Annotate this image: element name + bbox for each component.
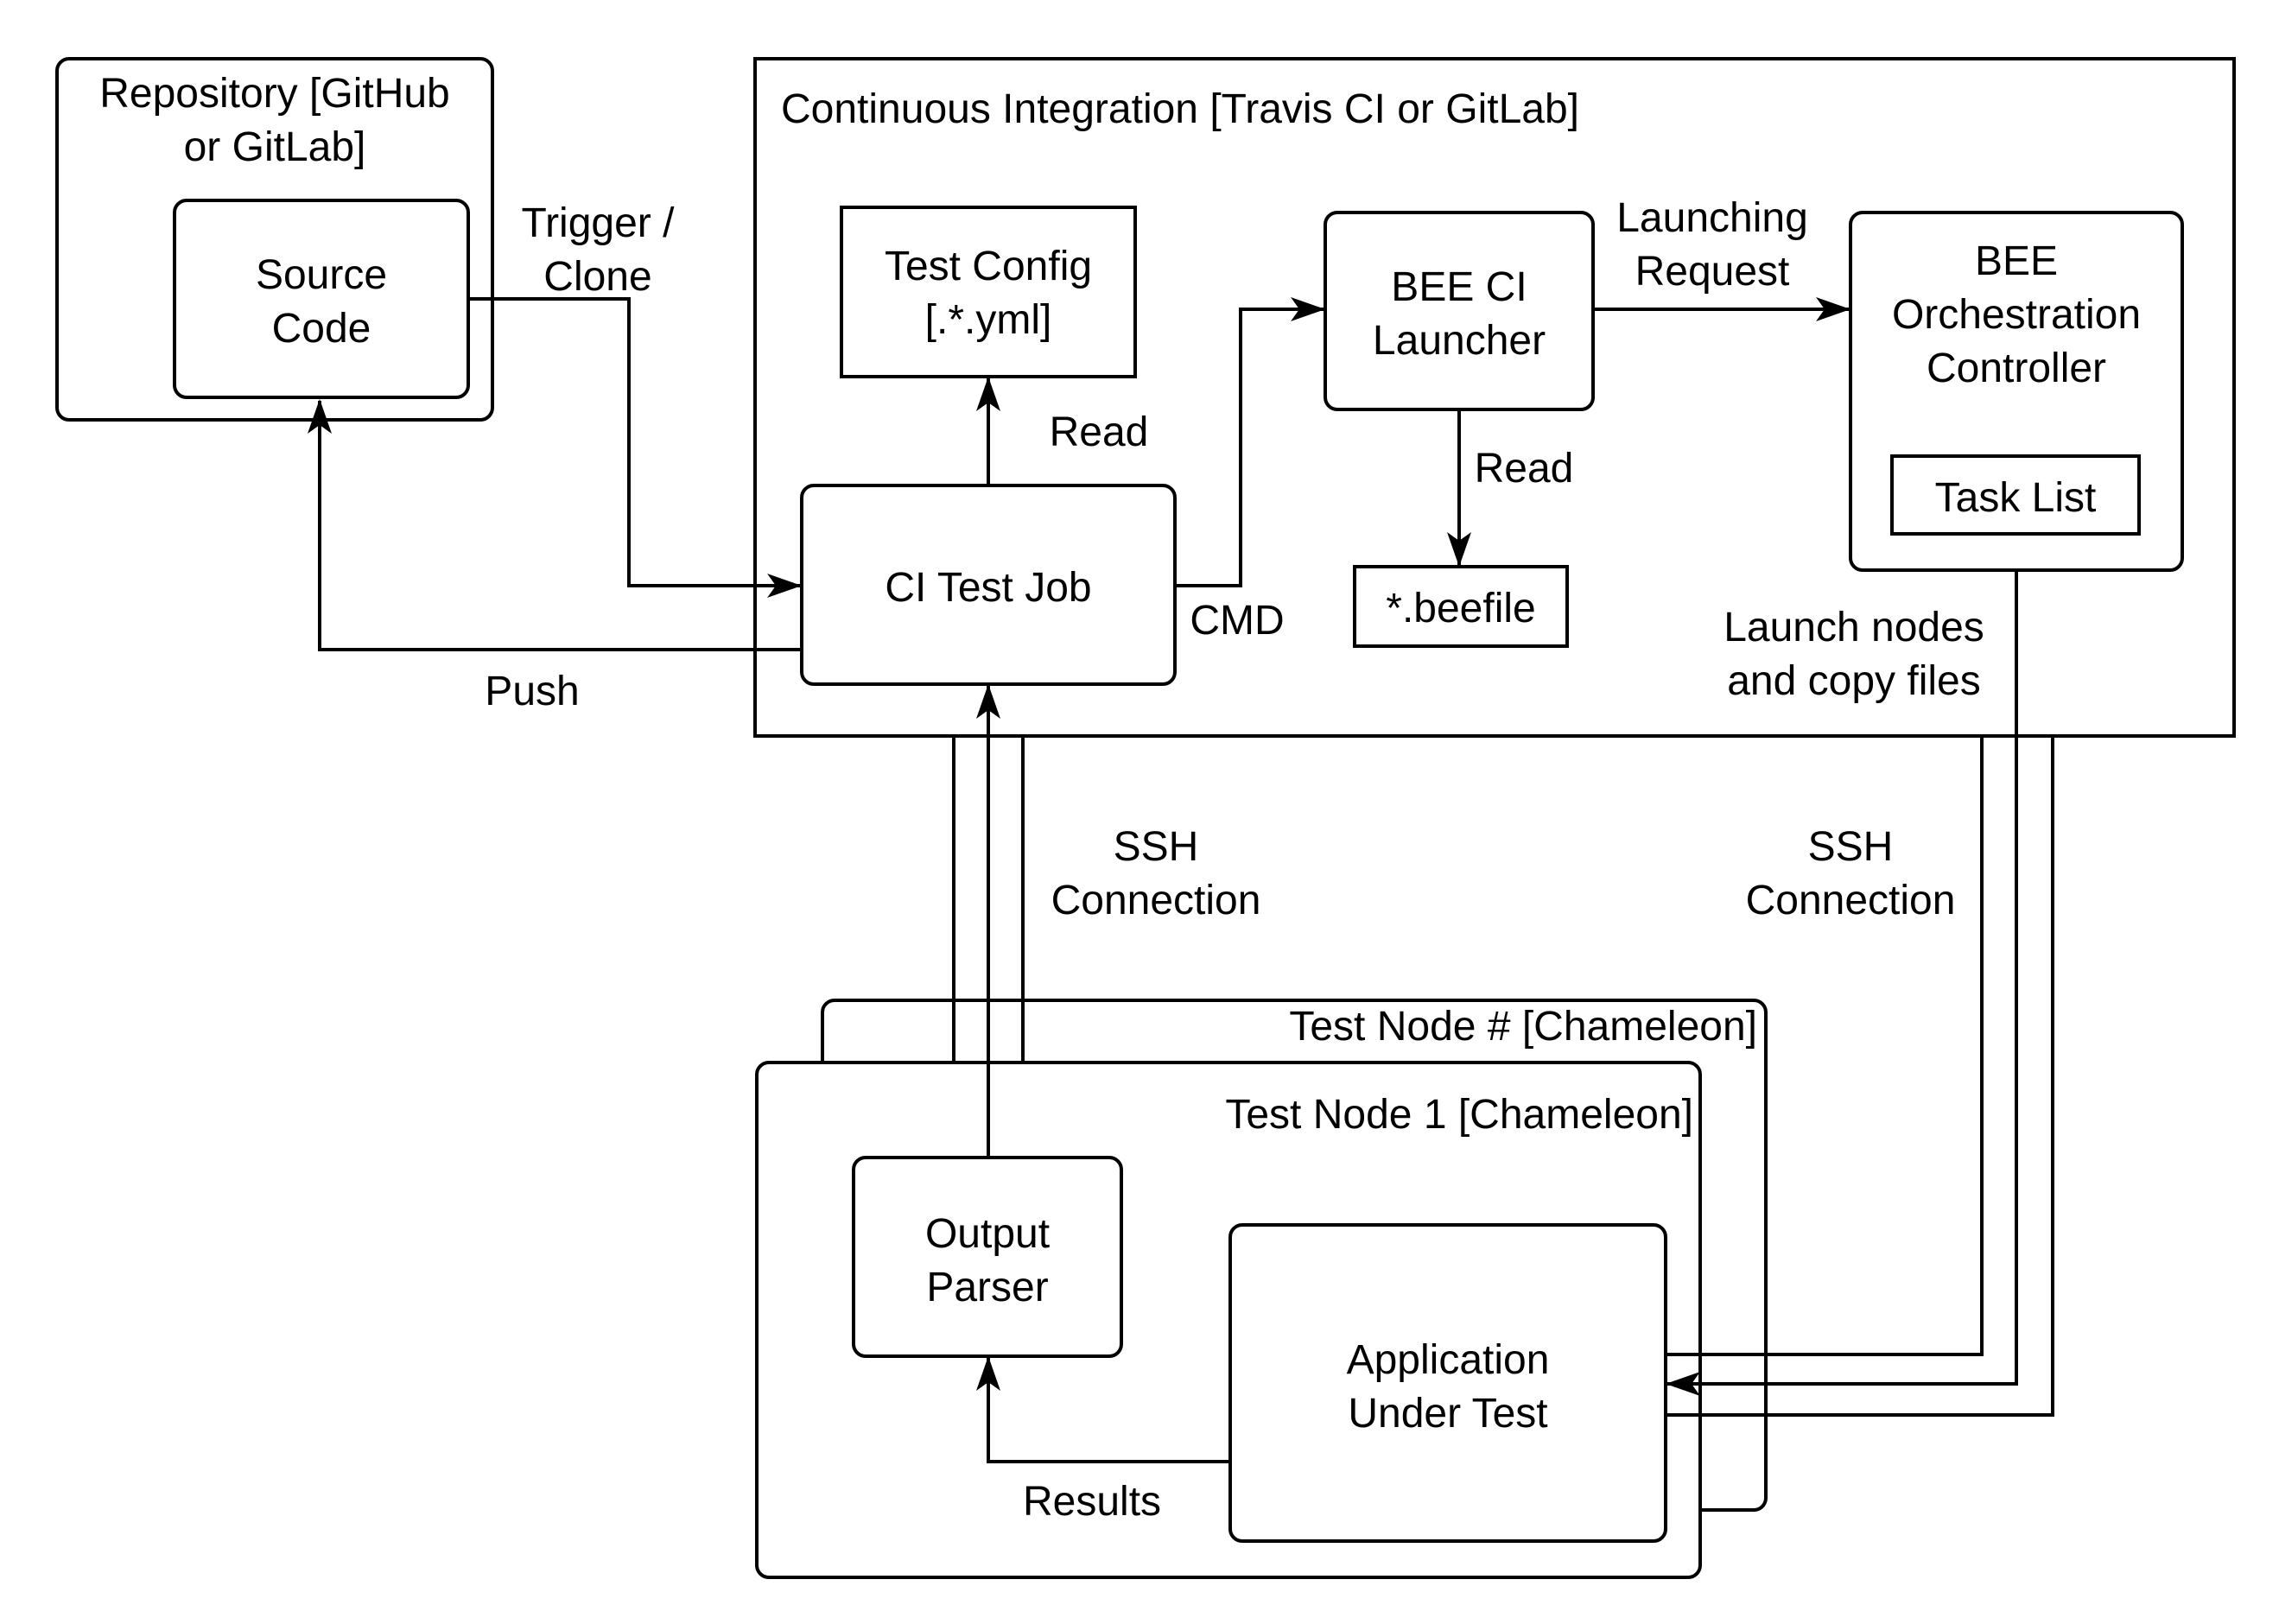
cmd-edge <box>1175 297 1325 587</box>
ssh-right-line-a <box>1666 736 1984 1356</box>
launch-nodes-line2: and copy files <box>1727 658 1981 704</box>
bee-ci-launcher-line2: Launcher <box>1373 318 1546 364</box>
ssh-left-label: SSH Connection <box>1051 824 1261 923</box>
test-config-line2: [.*.yml] <box>925 297 1052 343</box>
trigger-clone-edge <box>468 297 802 598</box>
task-list-label: Task List <box>1935 475 2097 521</box>
trigger-label-line2: Clone <box>543 254 651 300</box>
output-parser-line2: Parser <box>926 1265 1048 1310</box>
ci-test-job-label: CI Test Job <box>885 565 1091 611</box>
ssh-right-line-b <box>1666 570 2018 1396</box>
application-line2: Under Test <box>1348 1391 1547 1437</box>
launching-request-label: Launching Request <box>1616 195 1808 295</box>
read-config-label: Read <box>1050 409 1149 455</box>
test-config-box: Test Config [.*.yml] <box>840 206 1137 378</box>
ssh-right-label: SSH Connection <box>1746 824 1956 923</box>
test-config-line1: Test Config <box>885 244 1092 289</box>
trigger-clone-label: Trigger / Clone <box>522 200 676 300</box>
launch-nodes-label: Launch nodes and copy files <box>1724 605 1984 704</box>
output-parser-box: Output Parser <box>852 1156 1123 1358</box>
source-code-line1: Source <box>256 252 387 298</box>
test-node-1-title: Test Node 1 [Chameleon] <box>1225 1092 1693 1138</box>
orchestration-line3: Controller <box>1927 346 2106 391</box>
ssh-right-line1: SSH <box>1808 824 1894 870</box>
orchestration-line1: BEE <box>1975 238 2058 284</box>
ssh-left-line2: Connection <box>1051 878 1261 923</box>
beefile-label: *.beefile <box>1386 586 1535 631</box>
ci-title: Continuous Integration [Travis CI or Git… <box>781 86 1579 132</box>
task-list-box: Task List <box>1890 454 2141 536</box>
launching-label-line1: Launching <box>1616 195 1808 241</box>
results-label: Results <box>1023 1479 1161 1525</box>
output-parser-line1: Output <box>925 1211 1050 1257</box>
ssh-left-line1: SSH <box>1114 824 1199 870</box>
test-node-n-title: Test Node # [Chameleon] <box>1289 1004 1757 1050</box>
push-edge <box>308 399 802 651</box>
source-code-box: Source Code <box>173 199 470 399</box>
source-code-line2: Code <box>272 306 371 352</box>
bee-ci-launcher-box: BEE CI Launcher <box>1324 211 1595 411</box>
orchestration-line2: Orchestration <box>1892 292 2141 338</box>
cmd-label: CMD <box>1190 598 1284 644</box>
push-label: Push <box>485 669 579 714</box>
beefile-box: *.beefile <box>1353 565 1569 648</box>
repository-title-line1: Repository [GitHub <box>99 71 450 117</box>
launching-label-line2: Request <box>1635 249 1790 295</box>
ci-test-job-box: CI Test Job <box>800 484 1177 686</box>
bee-ci-launcher-line1: BEE CI <box>1391 264 1527 310</box>
read-beefile-label: Read <box>1475 446 1574 492</box>
application-under-test-box: Application Under Test <box>1228 1223 1667 1543</box>
ssh-right-line-c <box>1666 736 2054 1417</box>
trigger-label-line1: Trigger / <box>522 200 676 246</box>
launch-nodes-line1: Launch nodes <box>1724 605 1984 650</box>
repository-title-line2: or GitLab] <box>184 124 366 170</box>
ssh-right-line2: Connection <box>1746 878 1956 923</box>
application-line1: Application <box>1347 1337 1550 1383</box>
results-edge <box>976 1356 1230 1463</box>
